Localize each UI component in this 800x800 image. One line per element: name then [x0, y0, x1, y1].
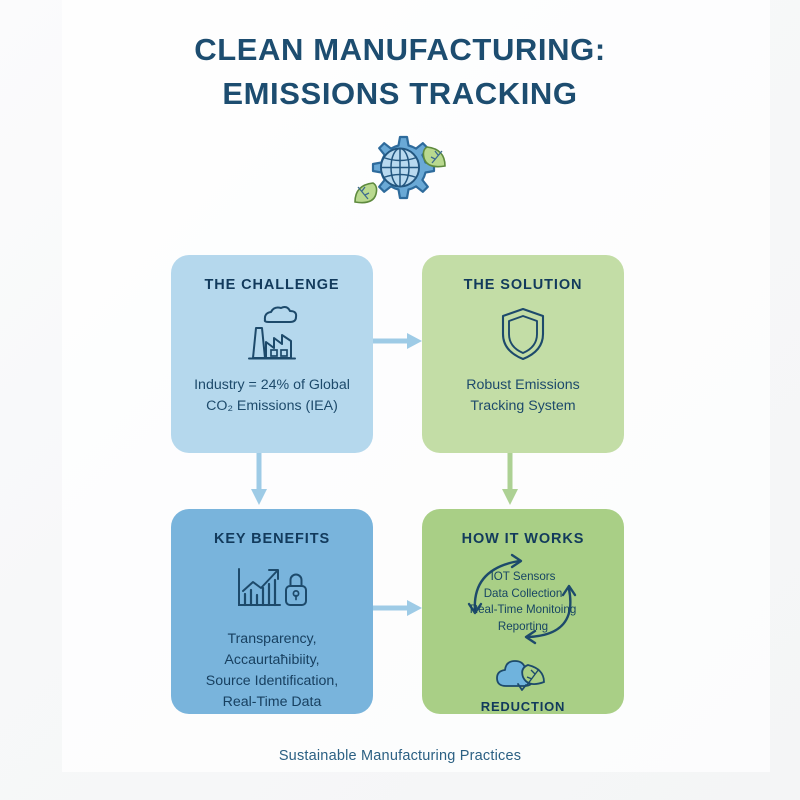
card-body-works: IOT Sensors Data Collection Real-Time Mo… — [428, 569, 618, 635]
reduction-label: REDUCTION — [480, 699, 566, 714]
card-the-solution[interactable]: THE SOLUTION Robust Emissions Tracking S… — [422, 255, 624, 453]
works-line-2: Data Collection — [483, 586, 563, 600]
connector-solution-to-works — [499, 453, 521, 514]
circular-arrows-icon: IOT Sensors Data Collection Real-Time Mo… — [428, 549, 618, 653]
card-heading-works: HOW IT WORKS — [461, 531, 585, 547]
benefits-line-4: Real-Time Data — [222, 694, 322, 710]
shield-icon — [498, 305, 548, 363]
solution-line-2: Tracking System — [470, 398, 576, 414]
gear-globe-leaves-icon — [341, 125, 459, 225]
benefits-line-2: Accaurtaħibiity, — [224, 652, 320, 668]
card-heading-benefits: KEY BENEFITS — [213, 531, 331, 547]
connector-challenge-to-benefits — [248, 453, 270, 514]
benefits-line-1: Transparency, — [227, 631, 317, 647]
card-heading-solution: THE SOLUTION — [463, 277, 583, 293]
page-title: CLEAN MANUFACTURING: EMISSIONS TRACKING — [0, 28, 800, 116]
growth-chart-lock-icon — [234, 559, 310, 617]
solution-line-1: Robust Emissions — [466, 377, 580, 393]
works-line-4: Reporting — [497, 619, 549, 633]
factory-smokestack-icon — [241, 305, 303, 363]
title-line-2: EMISSIONS TRACKING — [222, 76, 578, 111]
challenge-line-1: Industry = 24% of Global — [194, 377, 350, 393]
card-the-challenge[interactable]: THE CHALLENGE Industry = 24% of Global C… — [171, 255, 373, 453]
card-heading-challenge: THE CHALLENGE — [204, 277, 340, 293]
works-line-3: Real-Time Monitoing — [469, 603, 577, 616]
benefits-line-3: Source Identification, — [205, 673, 339, 689]
footer-caption: Sustainable Manufacturing Practices — [278, 748, 522, 764]
card-body-solution: Robust Emissions Tracking System — [454, 375, 592, 417]
cloud-leaf-icon — [492, 653, 554, 697]
card-key-benefits[interactable]: KEY BENEFITS — [171, 509, 373, 714]
challenge-line-2: CO₂ Emissions (IEA) — [206, 398, 338, 414]
connector-benefits-to-works — [373, 597, 425, 624]
card-body-challenge: Industry = 24% of Global CO₂ Emissions (… — [182, 375, 362, 417]
works-line-1: IOT Sensors — [490, 570, 556, 583]
connector-challenge-to-solution — [373, 330, 425, 357]
title-line-1: CLEAN MANUFACTURING: — [194, 32, 606, 67]
card-body-benefits: Transparency, Accaurtaħibiity, Source Id… — [194, 629, 351, 713]
card-how-it-works[interactable]: HOW IT WORKS IOT Sensors Data Collection… — [422, 509, 624, 714]
